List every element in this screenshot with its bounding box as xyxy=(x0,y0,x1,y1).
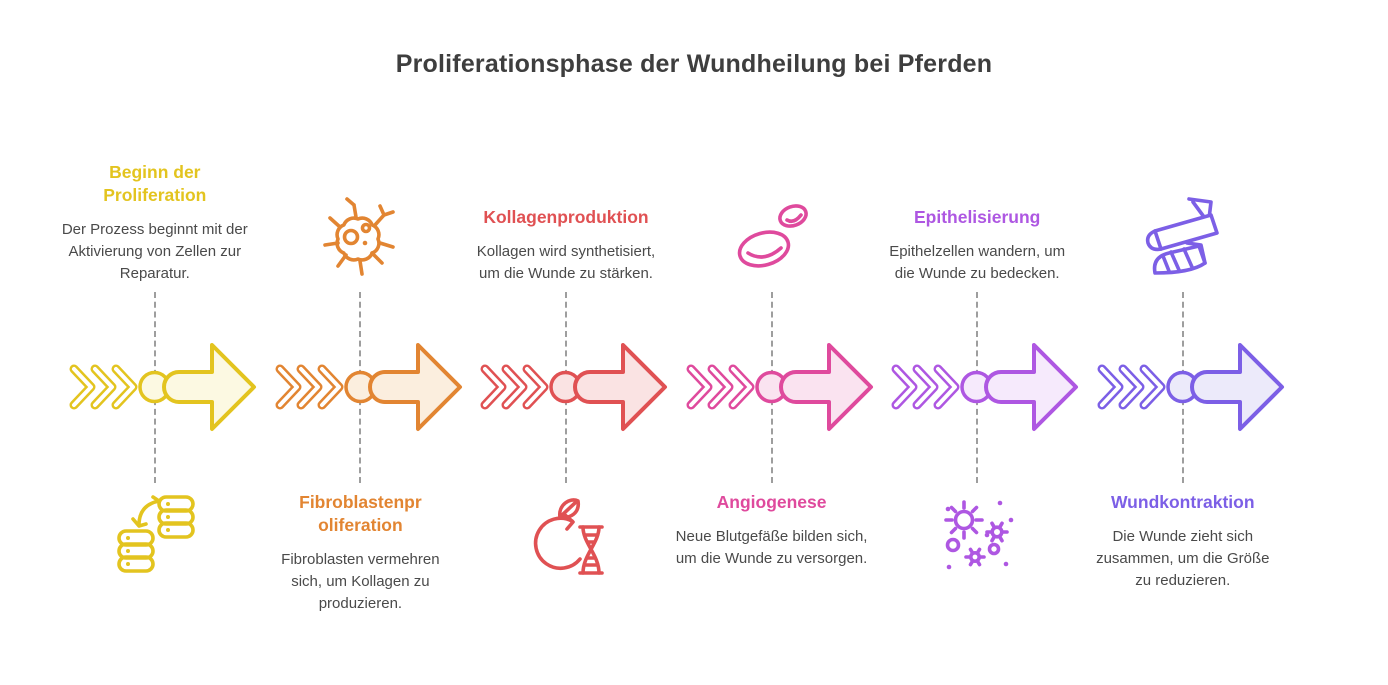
blood-cells-icon xyxy=(737,204,808,268)
stage-fibroblastenproliferation: Fibroblastenpr​oliferation Fibroblasten … xyxy=(258,118,464,680)
flow-arrow-icon xyxy=(891,343,1079,431)
stage-title: Wundkontraktion xyxy=(1110,492,1255,512)
stage-epithelisierung: Epithelisierung Epithelzellen wandern, u… xyxy=(874,118,1080,680)
stage-description: Neue Blutgefäße bilden sich, um die Wund… xyxy=(675,528,868,568)
flow-arrow-icon xyxy=(480,343,668,431)
timeline-connector xyxy=(669,290,875,485)
timeline-connector xyxy=(258,290,464,485)
epithelial-cells-icon xyxy=(944,500,1014,570)
stage-title: Angiogenese xyxy=(716,492,827,512)
stage-description: Fibroblasten vermehren sich, um Kollagen… xyxy=(281,551,440,613)
collagen-dna-synthesis-icon xyxy=(533,498,604,575)
stage-title: Fibroblastenpr​oliferation xyxy=(299,492,422,536)
page-title: Proliferationsphase der Wundheilung bei … xyxy=(395,50,993,78)
stage-kollagenproduktion: Kollagenproduktion Kollagen wird synthet… xyxy=(463,118,669,680)
stage-description: Die Wunde zieht sich zusammen, um die Gr… xyxy=(1096,528,1270,590)
cell-stacks-icon xyxy=(116,495,195,573)
stage-angiogenese: Angiogenese Neue Blutgefäße bilden sich,… xyxy=(669,118,875,680)
stage-description: Der Prozess beginnt mit der Aktivierung … xyxy=(61,220,248,282)
flow-arrow-icon xyxy=(275,343,462,431)
stage-title: Kollagenproduktion xyxy=(483,206,649,227)
timeline-connector xyxy=(1080,290,1286,485)
stage-description: Epithelzellen wandern, um die Wunde zu b… xyxy=(889,242,1066,282)
timeline-connector xyxy=(874,290,1080,485)
flow-arrow-icon xyxy=(69,343,256,431)
stage-beginn-der-proliferation: Beginn der Proliferation Der Prozess beg… xyxy=(52,118,258,680)
process-timeline: Beginn der Proliferation Der Prozess beg… xyxy=(52,118,1286,680)
stage-title: Beginn der Proliferation xyxy=(103,161,207,205)
bandage-wrap-icon xyxy=(1145,197,1219,275)
stage-title: Epithelisierung xyxy=(913,206,1041,227)
stage-description: Kollagen wird synthetisiert, um die Wund… xyxy=(476,242,656,282)
flow-arrow-icon xyxy=(1097,343,1284,431)
fibroblast-cell-icon xyxy=(323,197,396,276)
flow-arrow-icon xyxy=(686,343,873,431)
timeline-connector xyxy=(463,290,669,485)
stage-wundkontraktion: Wundkontraktion Die Wunde zieht sich zus… xyxy=(1080,118,1286,680)
timeline-connector xyxy=(52,290,258,485)
